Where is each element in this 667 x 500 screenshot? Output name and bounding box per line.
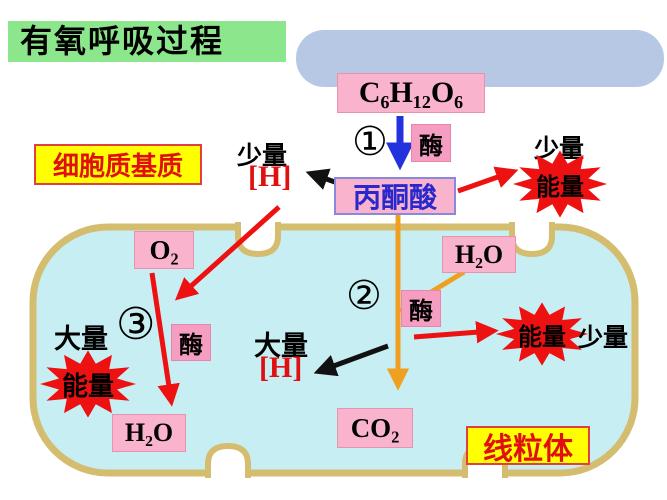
page-title: 有氧呼吸过程 xyxy=(8,21,286,62)
step1-number: ① xyxy=(352,119,388,164)
step2-h-amount-label: 大量 xyxy=(254,331,308,361)
crista-fold-bottom-left xyxy=(205,442,251,478)
step2-energy-label: 能量 xyxy=(518,323,566,351)
step1-h-amount-label: 少量 xyxy=(237,142,288,170)
step3-energy-label: 能量 xyxy=(61,370,114,401)
step1-energy-burst: 能量 xyxy=(511,149,609,219)
enzyme3-box: 酶 xyxy=(171,324,211,361)
arrow-step1-energy xyxy=(457,166,519,194)
step3-energy-burst: 能量 xyxy=(38,349,138,419)
step1-h-label: [H] xyxy=(248,160,292,193)
pyruvate-box: 丙酮酸 xyxy=(334,177,456,215)
mitochondrion-label: 线粒体 xyxy=(466,426,590,466)
step2-h-label: [H] xyxy=(259,351,303,384)
crista-fold-top-left xyxy=(235,222,281,258)
enzyme2-box: 酶 xyxy=(401,290,441,327)
co2-box: CO₂ xyxy=(337,408,413,448)
step1-energy-label: 能量 xyxy=(536,173,584,201)
water-product-box: H₂O xyxy=(112,414,186,452)
step3-energy-amount-label: 大量 xyxy=(54,324,108,354)
enzyme1-box: 酶 xyxy=(411,124,451,162)
step3-number: ③ xyxy=(116,300,156,349)
crista-fold-top-right xyxy=(509,222,555,258)
step2-energy-burst: 能量 xyxy=(494,301,590,367)
oxygen-box: O₂ xyxy=(134,231,194,269)
step2-number: ② xyxy=(346,273,382,318)
step2-energy-amount-label: 少量 xyxy=(578,324,629,352)
cytoplasm-label: 细胞质基质 xyxy=(34,144,202,185)
glucose-box: C₆H₁₂O₆ xyxy=(337,73,485,113)
water-input-box: H₂O xyxy=(442,236,516,273)
